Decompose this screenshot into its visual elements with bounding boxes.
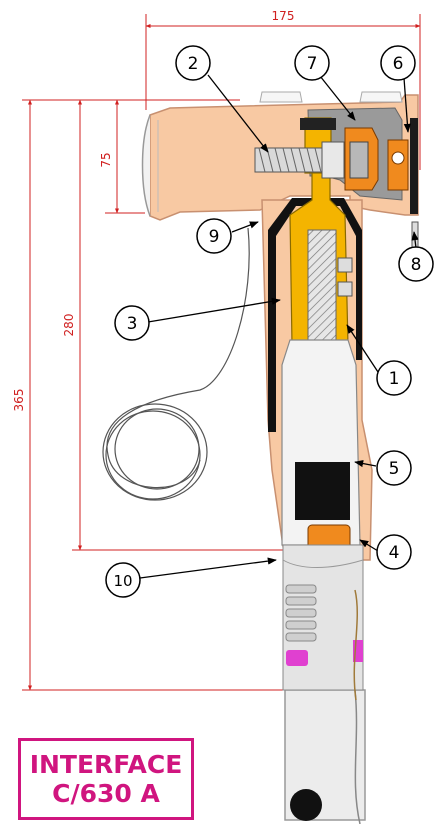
badge-line-1: INTERFACE	[29, 750, 183, 779]
cable-tail	[284, 689, 366, 824]
dimension-175: 175	[272, 9, 295, 23]
callout-5	[376, 450, 412, 486]
callout-label-8: 8	[411, 255, 422, 275]
outer-screen	[268, 198, 362, 432]
callout-label-2: 2	[188, 54, 199, 74]
interface-badge: INTERFACE C/630 A	[18, 738, 194, 820]
dimension-lines	[22, 14, 421, 691]
callout-label-10: 10	[113, 572, 132, 590]
dimension-75: 75	[99, 152, 113, 167]
badge-line-2: C/630 A	[52, 779, 160, 808]
nut-assembly	[344, 127, 409, 191]
top-nut	[300, 118, 336, 130]
callout-label-3: 3	[127, 314, 138, 334]
callout-10	[105, 562, 141, 598]
cap-plate	[410, 118, 418, 214]
callout-3	[114, 305, 150, 341]
conductor-strands	[307, 229, 337, 346]
dimension-365: 365	[12, 389, 26, 412]
callout-label-7: 7	[307, 54, 318, 74]
callout-leaders	[139, 74, 419, 579]
callout-2	[175, 45, 211, 81]
callout-label-5: 5	[389, 459, 400, 479]
callout-label-9: 9	[209, 227, 220, 247]
callout-1	[376, 360, 412, 396]
threaded-stud	[254, 141, 345, 179]
callout-8	[398, 246, 434, 282]
dimension-280: 280	[62, 314, 76, 337]
callout-label-1: 1	[389, 369, 400, 389]
callout-6	[380, 45, 416, 81]
callout-9	[196, 218, 232, 254]
earth-wire	[102, 227, 250, 501]
cable-screen	[282, 544, 364, 701]
callout-4	[376, 534, 412, 570]
callout-label-6: 6	[393, 54, 404, 74]
callout-label-4: 4	[389, 543, 400, 563]
stress-ring	[295, 462, 350, 520]
callout-7	[294, 45, 330, 81]
callout-circles	[105, 45, 434, 598]
